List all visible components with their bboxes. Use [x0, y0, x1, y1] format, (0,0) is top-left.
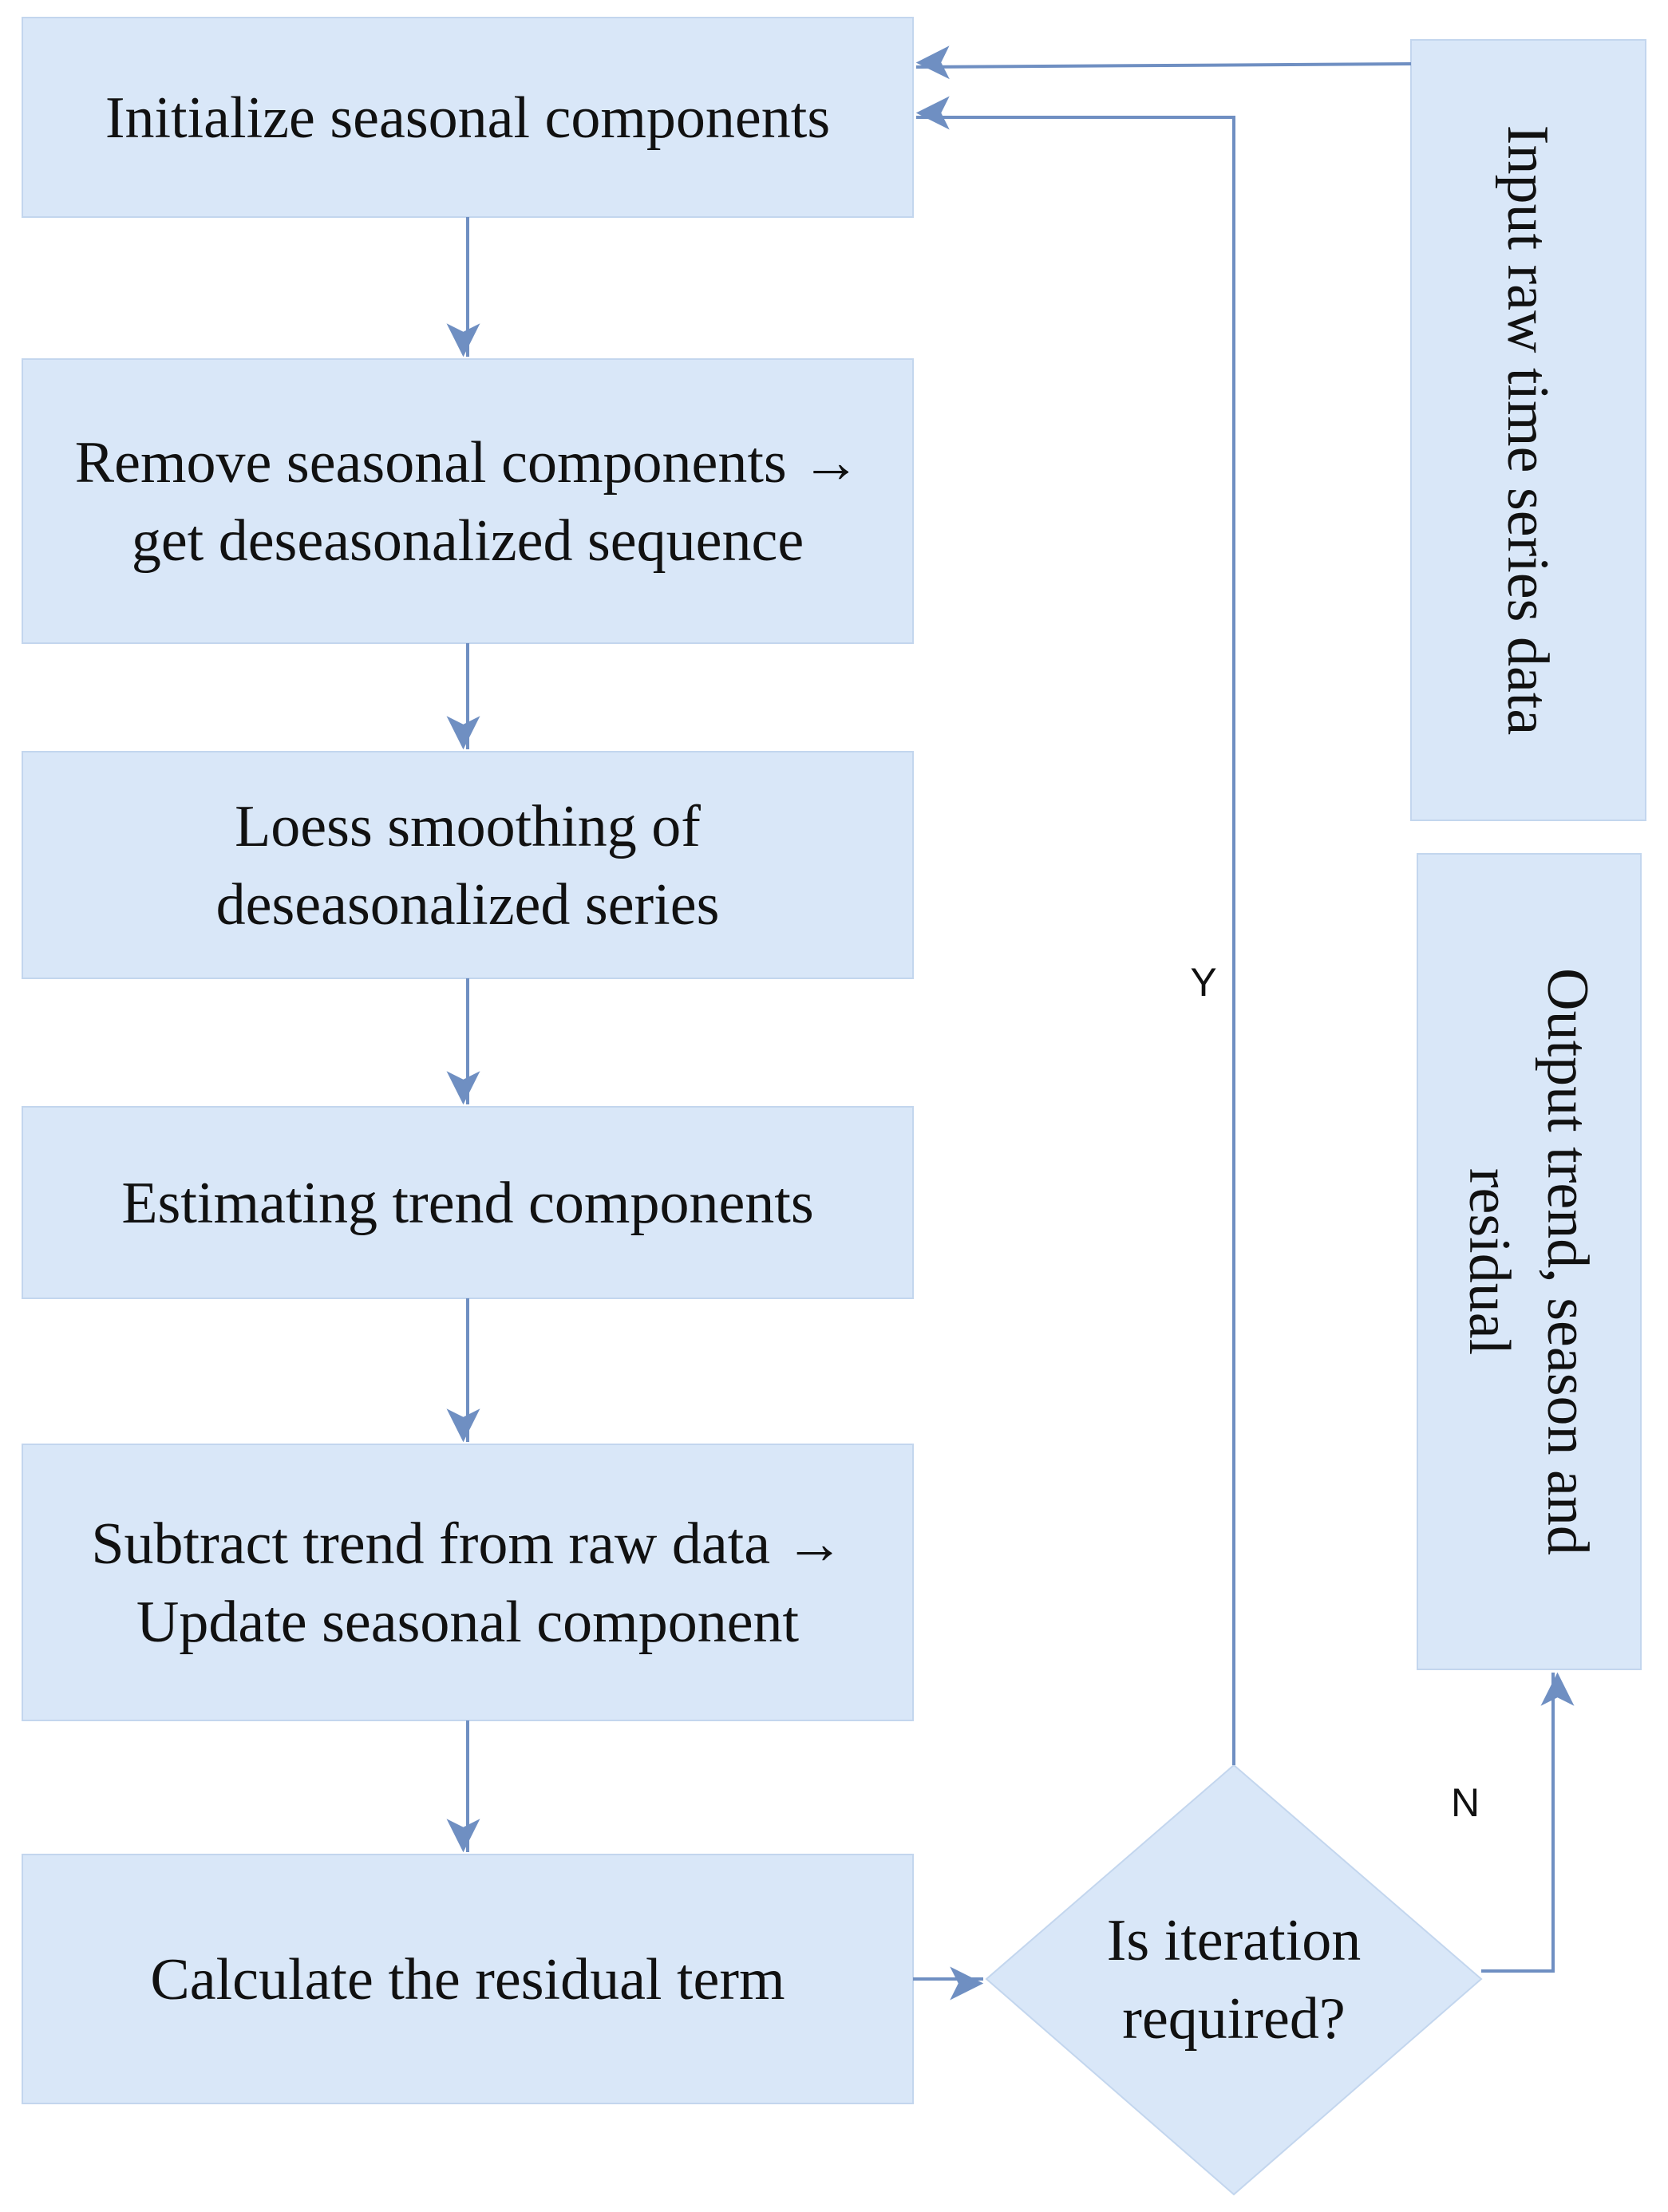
node-text-line: Input raw time series data	[1495, 125, 1560, 735]
init-seasonal-text: Initialize seasonal components	[105, 85, 830, 151]
remove-seasonal-text: Remove seasonal components → get deseason…	[75, 430, 860, 574]
node-text-line: required?	[1122, 1986, 1345, 2052]
edge-label-yes: Y	[1190, 960, 1216, 1005]
edge-input-to-init	[915, 45, 1412, 80]
node-text-line: Output trend, season and	[1535, 968, 1600, 1555]
estimate-trend-text: Estimating trend components	[121, 1171, 813, 1236]
residual-text: Calculate the residual term	[150, 1947, 785, 2013]
subtract-trend-node: Subtract trend from raw data → Update sea…	[22, 1444, 914, 1721]
output-text: Output trend, season andresidual	[1457, 968, 1600, 1555]
estimate-trend-node: Estimating trend components	[22, 1106, 914, 1299]
input-text: Input raw time series data	[1495, 125, 1560, 735]
decision-text: Is iteration required?	[1107, 1908, 1362, 2052]
node-text-line: Calculate the residual term	[150, 1947, 785, 2013]
edge-label-no: N	[1451, 1780, 1480, 1825]
node-text-line: Estimating trend components	[121, 1171, 813, 1236]
decision-node: Is iteration required?	[985, 1764, 1483, 2196]
output-node: Output trend, season andresidual	[1417, 853, 1642, 1670]
edge-decision-no-output	[1481, 1672, 1575, 1973]
subtract-trend-text: Subtract trend from raw data → Update sea…	[91, 1511, 844, 1655]
remove-seasonal-node: Remove seasonal components → get deseason…	[22, 358, 914, 644]
node-text-line: Is iteration	[1107, 1908, 1362, 1973]
loess-node: Loess smoothing of deseasonalized series	[22, 751, 914, 979]
node-text-line: residual	[1457, 1168, 1522, 1355]
residual-node: Calculate the residual term	[22, 1854, 914, 2104]
init-seasonal-node: Initialize seasonal components	[22, 17, 914, 218]
node-text-line: Remove seasonal components →	[75, 430, 860, 496]
node-text-line: Initialize seasonal components	[105, 85, 830, 151]
edges	[446, 45, 1575, 2001]
node-text-line: Loess smoothing of	[235, 794, 701, 859]
input-node: Input raw time series data	[1410, 39, 1646, 821]
edge-decision-yes-loop	[915, 96, 1235, 1765]
node-text-line: get deseasonalized sequence	[132, 508, 804, 574]
loess-text: Loess smoothing of deseasonalized series	[216, 794, 720, 938]
node-text-line: Update seasonal component	[136, 1590, 800, 1655]
node-text-line: Subtract trend from raw data →	[91, 1511, 844, 1577]
node-text-line: deseasonalized series	[216, 872, 720, 938]
